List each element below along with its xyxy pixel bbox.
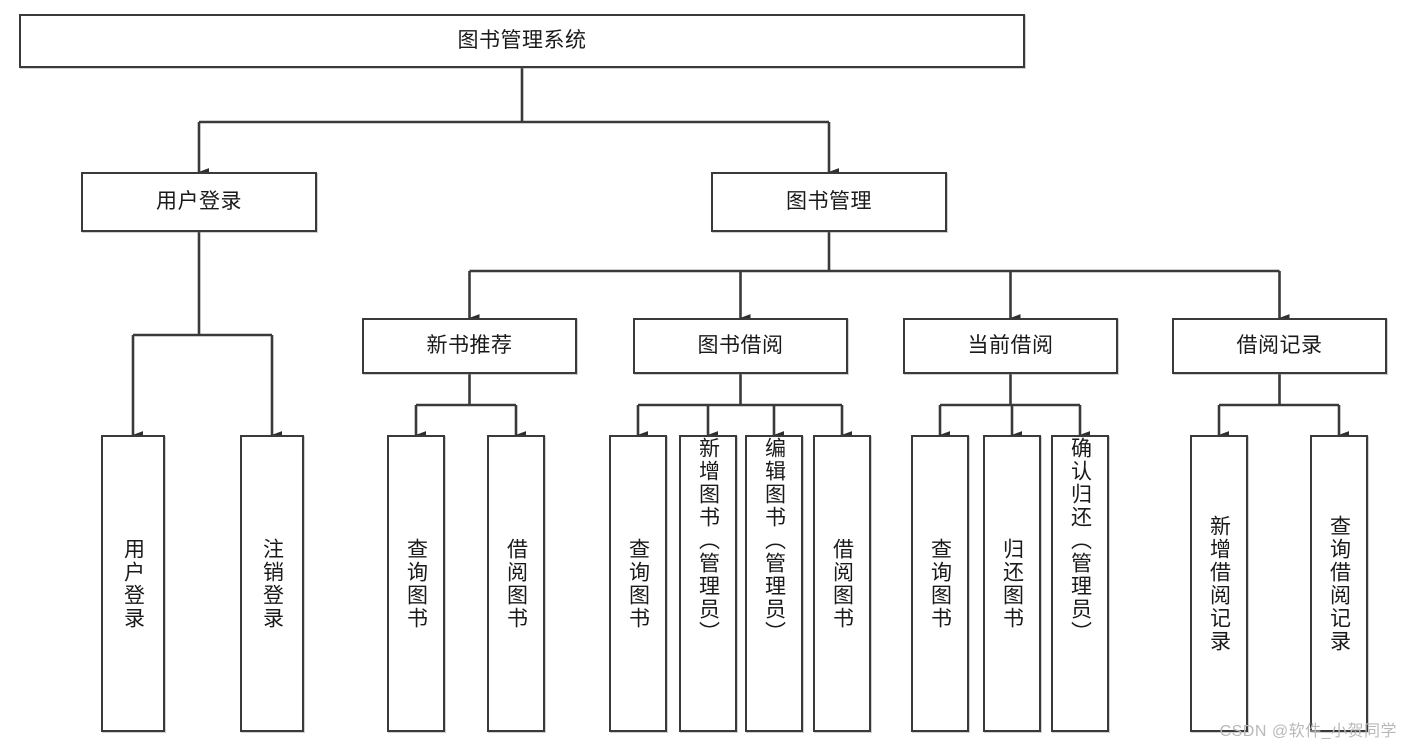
node-cur-query-book[interactable]: 查询图书	[911, 435, 969, 732]
node-label: 借阅图书	[830, 537, 854, 630]
node-label: 借阅图书	[504, 537, 528, 630]
node-label: 新书推荐	[426, 333, 513, 357]
node-root[interactable]: 图书管理系统	[19, 14, 1025, 68]
node-label: 图书管理	[786, 189, 872, 213]
node-user-login[interactable]: 用户登录	[81, 172, 317, 232]
node-label: 确认归还（管理员）	[1068, 437, 1092, 644]
node-label: 用户登录	[156, 189, 242, 213]
node-query-borrow-record[interactable]: 查询借阅记录	[1310, 435, 1368, 732]
node-book-manage[interactable]: 图书管理	[711, 172, 947, 232]
node-label: 查询借阅记录	[1327, 514, 1351, 653]
node-borrow-record[interactable]: 借阅记录	[1172, 318, 1387, 374]
node-label: 注销登录	[260, 537, 284, 630]
node-label: 查询图书	[928, 537, 952, 630]
node-confirm-return-admin[interactable]: 确认归还（管理员）	[1051, 435, 1109, 732]
node-label: 图书管理系统	[457, 28, 587, 52]
node-label: 新增借阅记录	[1207, 514, 1231, 653]
node-book-borrow[interactable]: 图书借阅	[633, 318, 848, 374]
node-user-logout[interactable]: 注销登录	[240, 435, 304, 732]
node-label: 新增图书（管理员）	[696, 437, 720, 644]
node-label: 查询图书	[626, 537, 650, 630]
node-rec-borrow-book[interactable]: 借阅图书	[487, 435, 545, 732]
node-add-book-admin[interactable]: 新增图书（管理员）	[679, 435, 737, 732]
node-return-book[interactable]: 归还图书	[983, 435, 1041, 732]
node-edit-book-admin[interactable]: 编辑图书（管理员）	[745, 435, 803, 732]
node-borrow-book[interactable]: 借阅图书	[813, 435, 871, 732]
node-add-borrow-record[interactable]: 新增借阅记录	[1190, 435, 1248, 732]
node-borrow-query-book[interactable]: 查询图书	[609, 435, 667, 732]
node-label: 图书借阅	[697, 333, 784, 357]
node-new-book-rec[interactable]: 新书推荐	[362, 318, 577, 374]
node-label: 借阅记录	[1236, 333, 1323, 357]
node-label: 归还图书	[1000, 537, 1024, 630]
node-user-login-do[interactable]: 用户登录	[101, 435, 165, 732]
node-label: 编辑图书（管理员）	[762, 437, 786, 644]
node-label: 查询图书	[404, 537, 428, 630]
node-rec-query-book[interactable]: 查询图书	[387, 435, 445, 732]
node-label: 用户登录	[121, 537, 145, 630]
node-label: 当前借阅	[967, 333, 1054, 357]
node-current-borrow[interactable]: 当前借阅	[903, 318, 1118, 374]
